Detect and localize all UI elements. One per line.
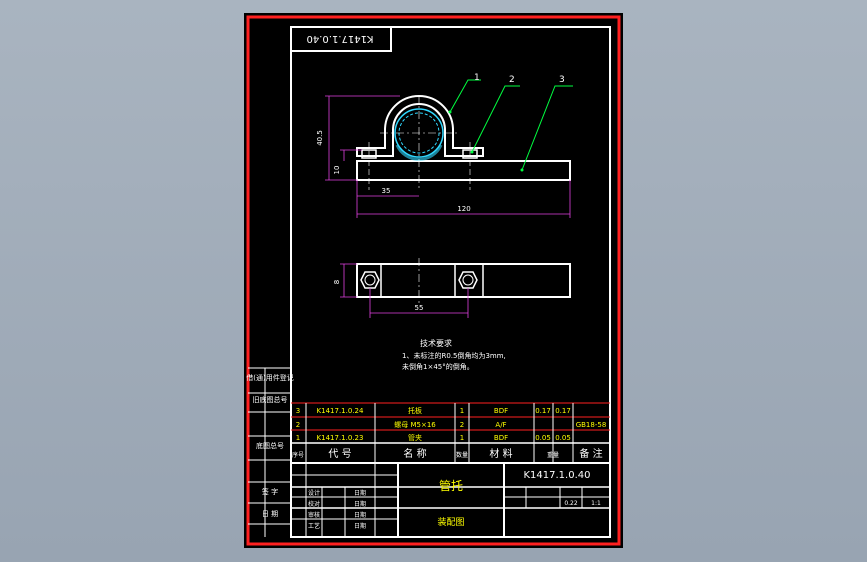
bom-row-0-total: 0.17 [555,407,571,415]
side-registration-column [248,367,291,537]
bom-row-0-qty: 1 [460,407,464,415]
part-label-2: 2 [509,75,515,85]
title-code: K1417.1.0.40 [524,470,591,481]
title-drawing-type: 装配图 [437,516,464,528]
side-label-1: 旧底图总号 [253,395,288,404]
tech-req-line1: 1、未标注的R0.5倒角均为3mm, [402,351,506,360]
title-part-name: 管托 [439,478,463,493]
title-scale: 1:1 [591,500,601,507]
part-label-3: 3 [559,75,565,85]
tech-req-line2: 未倒角1×45°的倒角。 [402,362,474,371]
tech-req-title: 技术要求 [420,338,452,348]
bom-header-material: 材 料 [489,447,512,460]
title-label-check: 校对 [308,500,320,508]
dim-hole-spacing: 55 [415,304,424,312]
dim-small: 10 [333,166,341,175]
dim-length: 120 [457,205,470,213]
title-label-process: 工艺 [308,522,320,530]
leader-2 [471,85,520,153]
bom-row-2-code: K1417.1.0.23 [317,434,364,442]
title-label-design: 设计 [308,489,320,497]
side-label-2: 底图总号 [256,441,284,450]
base-plate [356,160,571,181]
title-label-review: 审核 [308,511,320,519]
bom-row-0-name: 托板 [408,406,422,415]
title-label-date-2: 日期 [354,511,366,519]
dim-bolt-spacing: 35 [382,187,391,195]
mirrored-code: K1417.1.0.40 [307,33,374,44]
bom-table [291,402,610,464]
leader-3 [521,85,573,171]
bom-header-code: 代 号 [328,448,351,460]
front-view: 1 2 3 40.5 10 35 120 [316,73,573,218]
code-box [291,27,392,52]
dim-width: 8 [333,280,341,284]
part-label-1: 1 [474,73,480,83]
pipe-clamp [356,95,484,157]
bom-row-1-qty: 2 [460,421,464,429]
outer-red-frame [246,15,621,546]
hex-nut-right [458,271,478,289]
bom-row-0-material: BDF [494,407,508,415]
hex-nut-left [360,271,380,289]
bom-row-1-no: 2 [296,421,300,429]
title-label-date-1: 日期 [354,500,366,508]
pipe-outline [394,108,444,158]
bom-row-0-no: 3 [296,407,300,415]
bom-row-2-name: 管夹 [408,433,422,442]
side-label-4: 日 期 [262,510,278,518]
title-block-grid [291,463,610,537]
top-base-plate [356,263,571,298]
drawing-sheet [244,13,623,548]
leader-1 [449,79,481,113]
side-label-0: 借(通)用件登记 [246,373,293,382]
bom-row-1-name: 螺母 M5×16 [394,420,436,429]
bom-header-name: 名 称 [403,447,426,460]
bom-row-0-code: K1417.1.0.24 [317,407,364,415]
bom-row-1-material: A/F [495,421,506,429]
bom-row-2-material: BDF [494,434,508,442]
right-bolt [462,149,478,159]
left-bolt [361,149,377,159]
bom-header-weight: 重量 [547,451,559,459]
inner-frame [290,26,611,538]
bom-row-0-unit: 0.17 [535,407,551,415]
dim-height: 40.5 [316,130,324,146]
bom-row-2-total: 0.05 [555,434,571,442]
side-label-3: 签 字 [262,487,278,496]
top-view: 8 55 [333,258,571,318]
bom-row-2-qty: 1 [460,434,464,442]
bom-header-note: 备 注 [579,447,602,460]
bom-row-1-note: GB18-58 [576,421,607,429]
bom-row-2-unit: 0.05 [535,434,551,442]
title-weight: 0.22 [564,500,578,507]
title-label-date-3: 日期 [354,522,366,530]
title-label-date-0: 日期 [354,489,366,497]
bom-row-2-no: 1 [296,434,300,442]
bom-header-no: 序号 [292,451,304,459]
bom-header-qty: 数量 [456,451,468,459]
